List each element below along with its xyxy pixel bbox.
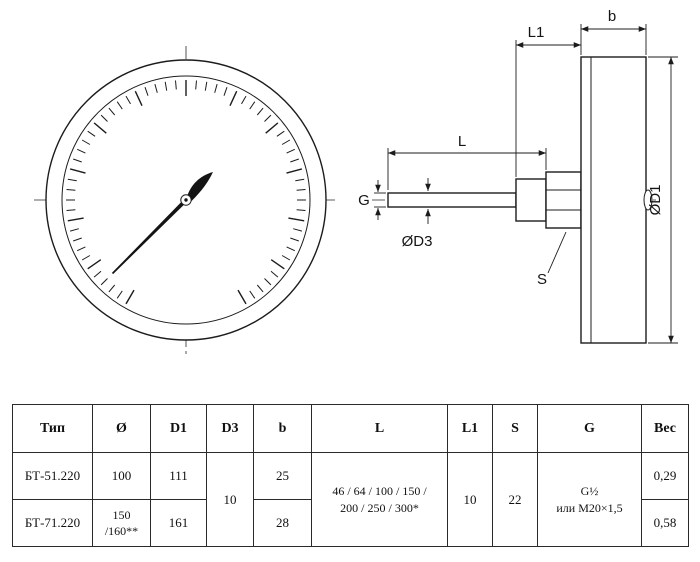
cell-diameter: 100 — [92, 452, 151, 500]
dial-tick-marks — [66, 80, 306, 305]
cell-d1: 161 — [150, 499, 207, 547]
thermometer-drawing: L L1 b ØD1 G ØD3 — [34, 8, 678, 354]
header-row: Тип Ø D1 D3 b L L1 S G Вес — [12, 404, 689, 453]
g-thread-line1: G½ — [580, 484, 599, 499]
needle-hub-pin — [184, 198, 188, 202]
cell-weight: 0,58 — [641, 499, 689, 547]
dim-label-L: L — [458, 133, 466, 150]
dim-label-D1: ØD1 — [647, 185, 664, 216]
dim-label-D3: ØD3 — [402, 233, 433, 250]
diameter-line2: /160** — [104, 524, 139, 538]
col-header-s: S — [492, 404, 538, 453]
col-header-l1: L1 — [447, 404, 493, 453]
diameter-line1: 150 — [112, 507, 131, 522]
col-header-d3: D3 — [206, 404, 254, 453]
dim-label-G: G — [358, 192, 370, 209]
cell-l1-merged: 10 — [447, 452, 493, 547]
cell-weight: 0,29 — [641, 452, 689, 500]
cell-s-merged: 22 — [492, 452, 538, 547]
cell-type: БТ-51.220 — [12, 452, 93, 500]
l-values-line1: 46 / 64 / 100 / 150 / — [332, 484, 427, 499]
spec-table: Тип Ø D1 D3 b L L1 S G Вес БТ-51.220 100… — [12, 404, 689, 547]
cell-g-merged: G½ или М20×1,5 — [537, 452, 642, 547]
col-header-dia: Ø — [92, 404, 151, 453]
cell-b: 28 — [253, 499, 312, 547]
leader-line-S — [547, 231, 567, 274]
spec-table-container: Тип Ø D1 D3 b L L1 S G Вес БТ-51.220 100… — [12, 404, 689, 547]
cell-d3-merged: 10 — [206, 452, 254, 547]
case-back-boss — [643, 189, 653, 211]
col-header-d1: D1 — [150, 404, 207, 453]
table-row-bt71: БТ-71.220 150 /160** 161 28 0,58 — [12, 499, 689, 547]
col-header-weight: Вес — [641, 404, 689, 453]
cell-diameter: 150 /160** — [92, 499, 151, 547]
needle-tail — [187, 172, 213, 204]
g-thread-line2: или М20×1,5 — [556, 500, 623, 515]
needle — [111, 198, 188, 275]
col-header-b: b — [253, 404, 312, 453]
cell-type: БТ-71.220 — [12, 499, 93, 547]
table-row-bt51: БТ-51.220 100 111 10 25 46 / 64 / 100 / … — [12, 452, 689, 547]
dim-label-L1: L1 — [528, 24, 545, 41]
col-header-type: Тип — [12, 404, 93, 453]
case-body — [580, 56, 647, 344]
thermometer-side-view: L L1 b ØD1 G ØD3 — [358, 8, 678, 344]
cell-l-merged: 46 / 64 / 100 / 150 / 200 / 250 / 300* — [311, 452, 448, 547]
col-header-g: G — [537, 404, 642, 453]
cell-b: 25 — [253, 452, 312, 500]
cell-d1: 111 — [150, 452, 207, 500]
dial-front-view — [34, 46, 338, 354]
immersion-stem — [387, 192, 517, 208]
thread-collar — [515, 178, 547, 222]
hex-nut — [545, 171, 582, 229]
col-header-l: L — [311, 404, 448, 453]
dim-label-b: b — [608, 8, 616, 25]
l-values-line2: 200 / 250 / 300* — [340, 500, 419, 515]
dim-label-S: S — [537, 271, 547, 288]
